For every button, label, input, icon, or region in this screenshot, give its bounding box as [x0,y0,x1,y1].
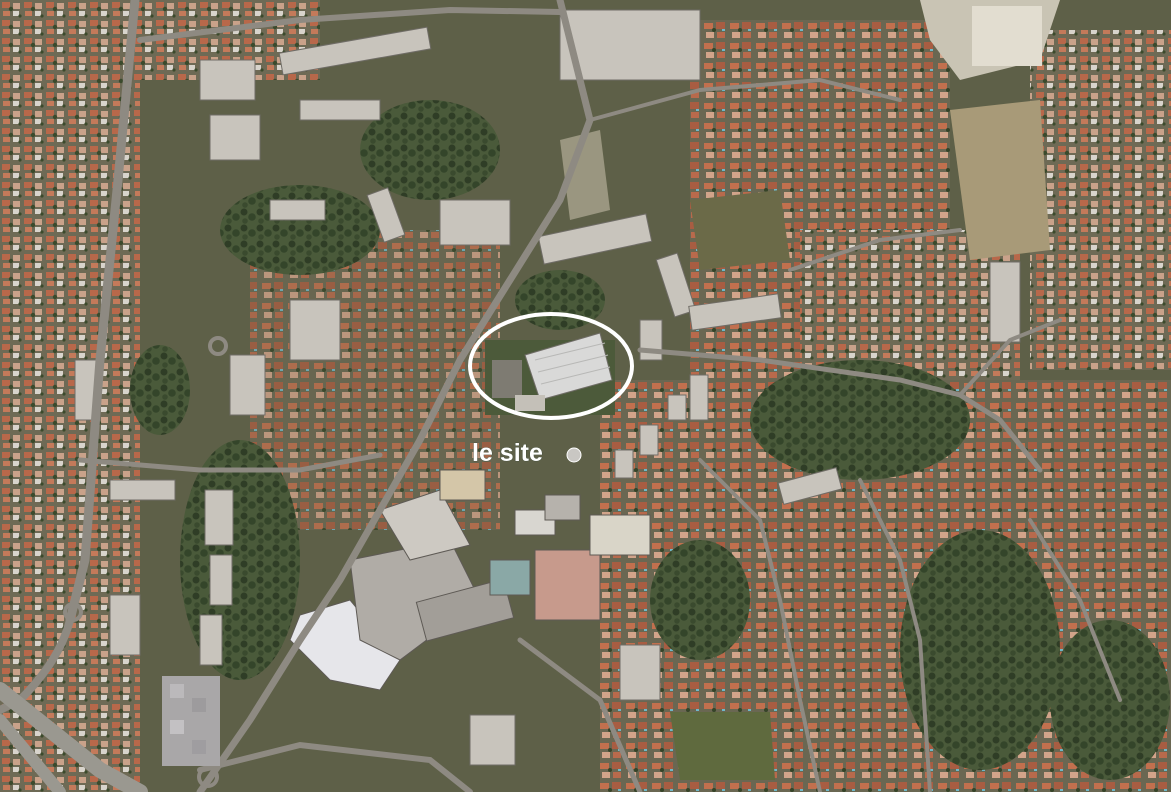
road-network [0,0,1122,792]
pixelated-area [162,676,220,766]
wooded-areas [130,100,1170,780]
site-marker [468,312,634,420]
site-label: le site [472,439,543,467]
open-fields [560,0,1060,780]
site-buildings [485,332,615,463]
building-blocks [74,9,1021,766]
hospital-complex [289,469,651,691]
